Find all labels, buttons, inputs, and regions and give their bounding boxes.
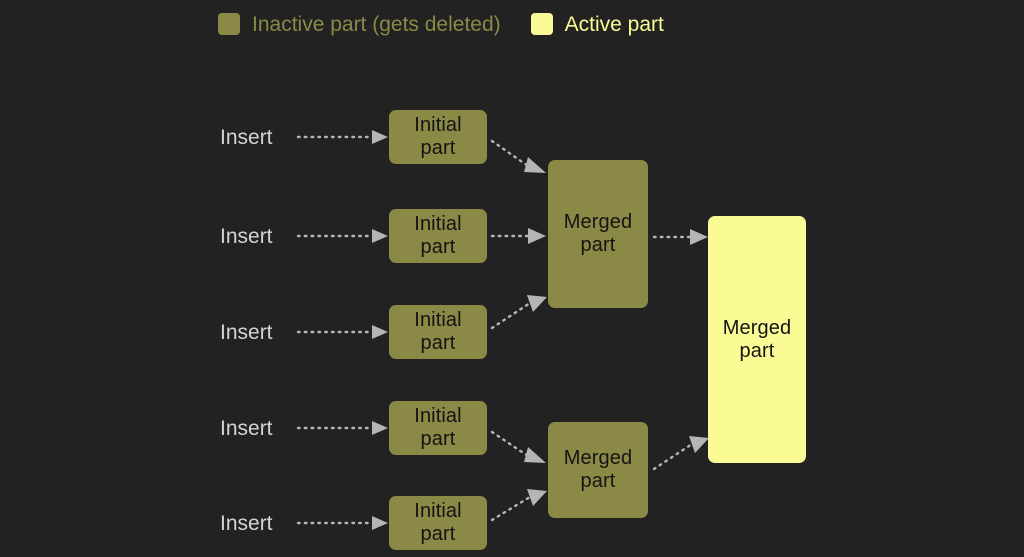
insert-label-4: Insert <box>220 417 273 440</box>
node-initial-part-5[interactable]: Initial part <box>389 496 487 550</box>
arrow-initial-5-to-merged-b <box>490 489 547 522</box>
node-initial-part-2-label: Initial part <box>410 213 465 259</box>
node-line-2: part <box>580 470 616 492</box>
insert-label-3: Insert <box>220 321 273 344</box>
node-line-1: Initial <box>414 309 462 332</box>
arrow-initial-4-to-merged-b <box>490 430 546 463</box>
arrow-initial-3-to-merged-a <box>490 295 547 330</box>
node-line-1: Initial <box>414 500 462 523</box>
node-initial-part-3-label: Initial part <box>410 309 465 355</box>
arrow-insert-to-initial-5 <box>296 516 388 530</box>
node-initial-part-3[interactable]: Initial part <box>389 305 487 359</box>
node-line-2: part <box>420 428 456 450</box>
arrow-insert-to-initial-3 <box>296 325 388 339</box>
node-line-2: part <box>420 236 456 258</box>
arrow-merged-b-to-final <box>652 436 709 471</box>
insert-label-2: Insert <box>220 225 273 248</box>
node-merged-part-2-label: Merged part <box>560 447 636 493</box>
node-final-merged-part-label: Merged part <box>719 317 795 363</box>
node-merged-part-2[interactable]: Merged part <box>548 422 648 518</box>
legend-swatch-inactive-icon <box>218 13 240 35</box>
legend-item-active: Active part <box>530 12 664 36</box>
node-line-1: Initial <box>414 213 462 236</box>
node-merged-part-1[interactable]: Merged part <box>548 160 648 308</box>
node-initial-part-2[interactable]: Initial part <box>389 209 487 263</box>
arrow-insert-to-initial-2 <box>296 229 388 243</box>
node-line-2: part <box>420 137 456 159</box>
node-initial-part-5-label: Initial part <box>410 500 465 546</box>
node-line-2: part <box>739 339 775 362</box>
node-line-1: Initial <box>414 405 462 428</box>
node-line-1: Merged <box>722 316 792 339</box>
arrow-initial-1-to-merged-a <box>490 139 546 173</box>
legend-label-active: Active part <box>564 12 664 36</box>
legend-swatch-active-icon <box>530 13 553 35</box>
legend-label-inactive: Inactive part (gets deleted) <box>252 12 501 36</box>
legend-item-inactive: Inactive part (gets deleted) <box>218 13 501 35</box>
arrow-insert-to-initial-4 <box>296 421 388 435</box>
node-line-2: part <box>580 234 616 256</box>
node-initial-part-4-label: Initial part <box>410 405 465 451</box>
insert-label-1: Insert <box>220 126 273 149</box>
node-line-2: part <box>420 523 456 545</box>
node-initial-part-4[interactable]: Initial part <box>389 401 487 455</box>
arrow-insert-to-initial-1 <box>296 130 388 144</box>
arrow-initial-2-to-merged-a <box>490 228 546 244</box>
legend: Inactive part (gets deleted) Active part <box>218 8 664 40</box>
node-initial-part-1[interactable]: Initial part <box>389 110 487 164</box>
arrow-merged-a-to-final <box>652 229 708 245</box>
node-initial-part-1-label: Initial part <box>410 114 465 160</box>
node-final-merged-part[interactable]: Merged part <box>708 216 806 463</box>
node-line-1: Merged <box>563 211 633 234</box>
insert-label-5: Insert <box>220 512 273 535</box>
node-line-2: part <box>420 332 456 354</box>
node-line-1: Merged <box>563 447 633 470</box>
node-merged-part-1-label: Merged part <box>560 211 636 257</box>
node-line-1: Initial <box>414 114 462 137</box>
